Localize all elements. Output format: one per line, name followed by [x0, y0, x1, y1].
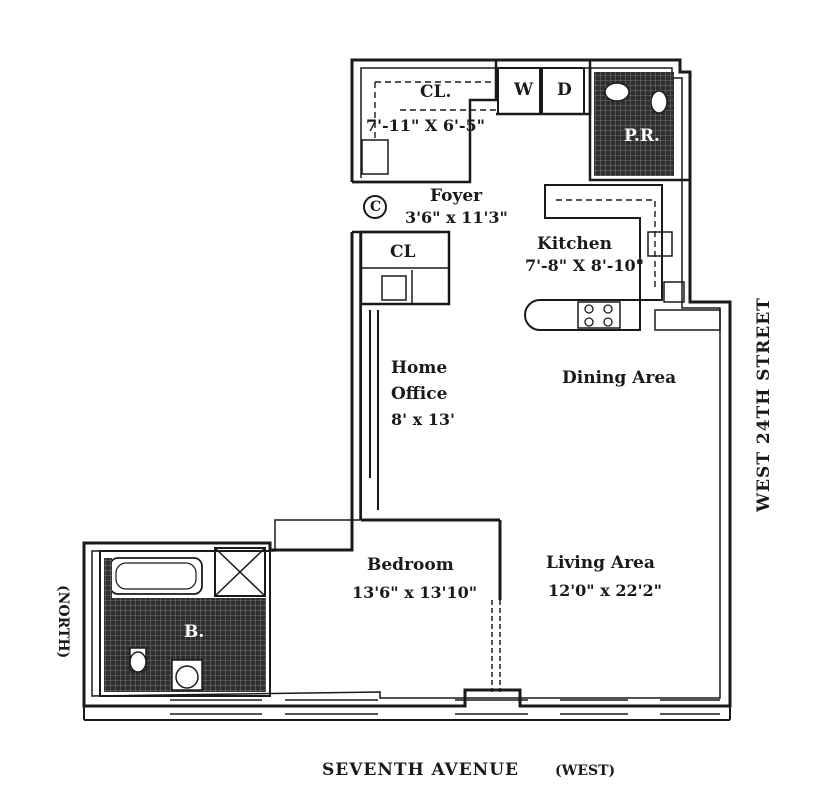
bath-label: B.	[184, 622, 205, 642]
bottom-direction-label: (WEST)	[555, 763, 616, 779]
home-office-dims: 8' x 13'	[391, 410, 455, 429]
closet-top-dims: 7'-11" X 6'-5"	[366, 116, 485, 135]
home-office-label-2: Office	[391, 384, 448, 404]
east-street-label: WEST 24TH STREET	[754, 297, 774, 512]
bedroom-label: Bedroom	[367, 555, 454, 575]
compass-marker	[363, 195, 387, 219]
bedroom-dims: 13'6" x 13'10"	[352, 583, 478, 602]
pr-toilet	[650, 90, 668, 114]
dining-area-label: Dining Area	[562, 368, 677, 388]
kitchen-label: Kitchen	[537, 234, 612, 254]
shower-box	[214, 547, 266, 597]
foyer-dims: 3'6" x 11'3"	[405, 208, 508, 227]
kitchen-dims: 7'-8" X 8'-10"	[525, 256, 644, 275]
living-area-label: Living Area	[546, 553, 655, 573]
powder-room-label: P.R.	[624, 126, 660, 146]
closet-top-label: CL.	[420, 82, 452, 102]
dryer-label: D	[557, 80, 572, 100]
pr-sink	[604, 82, 630, 102]
bath-toilet	[129, 651, 147, 673]
bath-sink	[175, 665, 199, 689]
living-area-dims: 12'0" x 22'2"	[548, 581, 662, 600]
home-office-label-1: Home	[391, 358, 448, 378]
compass-label: C	[370, 199, 382, 215]
washer-label: W	[514, 80, 534, 100]
left-direction-label: (NORTH)	[55, 585, 71, 659]
foyer-label: Foyer	[430, 186, 483, 206]
bottom-street-label: SEVENTH AVENUE	[322, 760, 519, 780]
stove	[577, 301, 621, 329]
closet-small-label: CL	[390, 242, 416, 262]
